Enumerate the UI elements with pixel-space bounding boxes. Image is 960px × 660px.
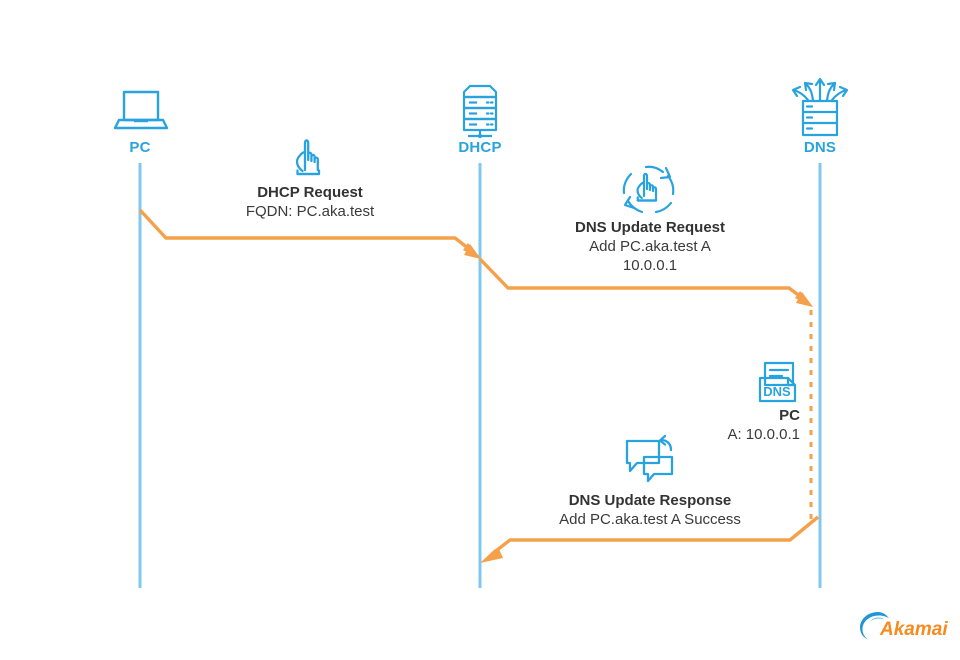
message-dhcp-request: DHCP Request FQDN: PC.aka.test [180, 183, 440, 221]
akamai-logo: Akamai [860, 612, 948, 640]
dns-record-line: A: 10.0.0.1 [727, 426, 800, 443]
message-line: Add PC.aka.test A [589, 238, 711, 255]
laptop-icon [113, 90, 169, 130]
message-line: Add PC.aka.test A Success [559, 511, 741, 528]
svg-text:DNS: DNS [763, 384, 791, 399]
message-line: 10.0.0.1 [622, 257, 678, 274]
lifeline-label-dns: DNS [803, 139, 837, 156]
message-title: DHCP Request [257, 184, 363, 201]
server-rack-icon [462, 84, 498, 139]
message-dns-update-request: DNS Update Request Add PC.aka.test A 10.… [520, 218, 780, 275]
message-title: DNS Update Request [574, 219, 726, 236]
dns-record-card-icon: DNS [758, 361, 797, 403]
hand-refresh-icon [622, 165, 675, 214]
lifeline-label-pc: PC [129, 139, 151, 156]
pointing-hand-icon [295, 139, 321, 176]
arrow-dns-update-response [480, 515, 820, 563]
arrow-dns-update-request [478, 257, 813, 307]
dns-server-icon [791, 77, 849, 137]
akamai-logo-text: Akamai [879, 619, 948, 640]
dns-record-text: PC A: 10.0.0.1 [620, 406, 800, 444]
message-title: DNS Update Response [568, 492, 732, 509]
message-line: FQDN: PC.aka.test [245, 203, 375, 220]
message-dns-update-response: DNS Update Response Add PC.aka.test A Su… [510, 491, 790, 529]
chat-bubbles-reply-icon [625, 434, 674, 483]
lifeline-label-dhcp: DHCP [458, 139, 502, 156]
dns-record-title: PC [779, 407, 800, 424]
arrow-dhcp-request [138, 208, 481, 259]
